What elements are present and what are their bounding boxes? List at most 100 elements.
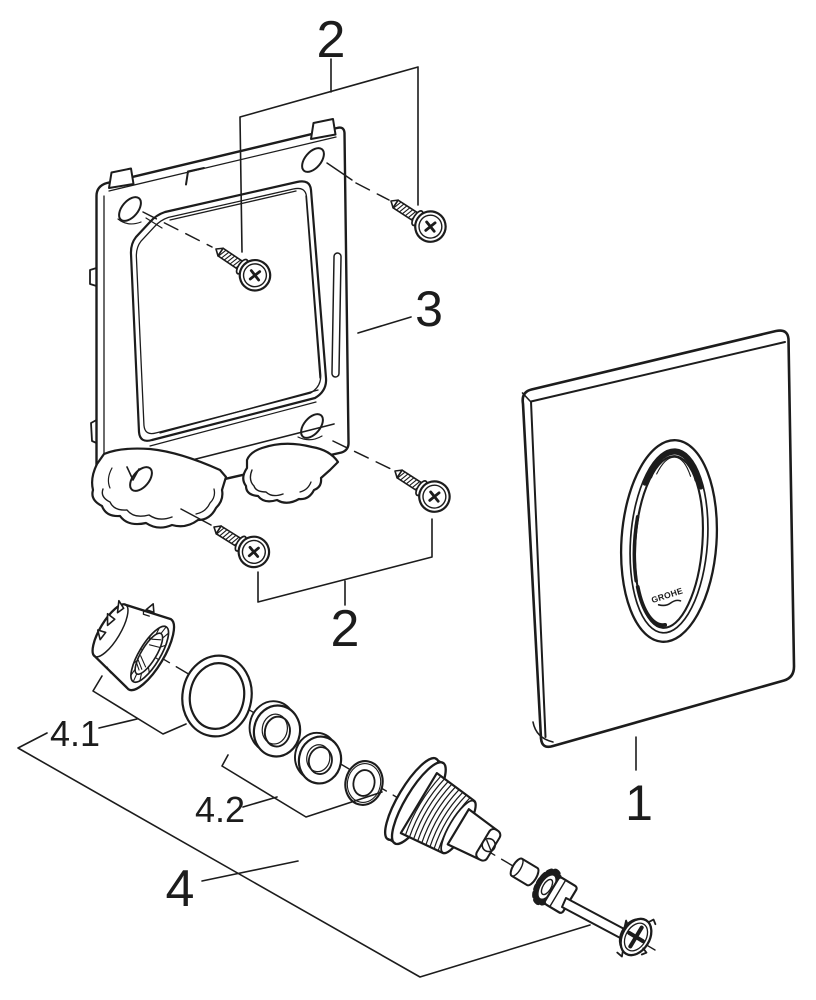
frame-screw-hole-top-left-chamfer (117, 218, 142, 225)
o-ring-inner (188, 662, 246, 730)
screw-leader-dashed-top-right (355, 182, 390, 201)
o-ring (181, 654, 253, 738)
seal-washer-2-front (297, 735, 343, 785)
spring-clip-left-edge (107, 467, 113, 489)
adapter-back-rim (91, 603, 129, 658)
seal-washer-3-echo (346, 763, 382, 803)
seal-washer-1-hole (263, 715, 291, 748)
seal-washer-1 (248, 700, 302, 758)
frame-screw-hole-top-right (301, 147, 325, 173)
callout-4-2-leader (221, 754, 383, 818)
valve-body-tip-slot (486, 839, 492, 851)
callout-3-leader (357, 316, 412, 334)
frame-left-lug-lower (90, 419, 98, 444)
o-ring-outer (181, 654, 253, 738)
valve-adapter (91, 599, 176, 692)
callout-4-leader (17, 732, 591, 978)
seal-washer-3-hole (352, 769, 376, 797)
frame-tab-top-right (310, 118, 337, 140)
frame-right-slot (331, 252, 342, 378)
flush-plate: GROHE (521, 329, 796, 749)
rod-block-edge (549, 879, 567, 908)
frame-left-lug-upper (89, 267, 98, 287)
screw-leader-dashed-bottom-right (332, 440, 392, 470)
valve-body-tip-hole (481, 837, 497, 853)
callout-label-screws-top: 2 (317, 11, 346, 69)
frame-opening-wall-bottom (159, 389, 319, 434)
seal-washer-3 (344, 760, 384, 806)
adapter-bore-hatch (135, 638, 162, 671)
frame-opening-wall-right (305, 195, 321, 379)
plate-bottom-bevel-line (532, 721, 554, 743)
callout-4-1-leader (92, 675, 187, 735)
callout-leaders (17, 58, 637, 978)
frame-screw-hole-top-left (118, 196, 142, 222)
button-shade-left (632, 515, 640, 583)
spring-clip-right-inner-wave (249, 469, 284, 497)
frame-screw-hole-bottom-right (300, 413, 324, 439)
screw-leader-solid-bottom-left (180, 508, 212, 526)
screw-bottom-outer (385, 456, 457, 520)
frame-opening-wall-top (169, 190, 297, 221)
callout-label-plate: 1 (625, 775, 653, 831)
spring-clip-right (242, 442, 340, 504)
spring-clip-left-inner-curl (195, 488, 216, 515)
adapter-knurl-ticks (130, 626, 169, 683)
button-shade-bottom-left (635, 585, 668, 627)
rod-end-cap-claws (616, 918, 657, 958)
button-recess-inner (629, 448, 709, 634)
callout-label-frame: 3 (415, 281, 443, 337)
seal-washer-3-outer (344, 760, 384, 806)
rod-connector-back-face (509, 857, 524, 877)
screw-bottom-inner (204, 512, 277, 575)
frame-screw-hole-bottom-right-chamfer (297, 435, 323, 441)
spring-clip-right-inner-curl (299, 481, 312, 493)
adapter-teeth (96, 599, 155, 641)
spring-clip-left-inner-wave (101, 488, 173, 520)
seal-washer-2 (294, 731, 343, 785)
callout-label-seals: 4.2 (195, 789, 245, 830)
gear-flange-bore (540, 878, 554, 896)
frame-top-edge-inner-line (108, 136, 337, 192)
valve-assembly (91, 599, 657, 958)
frame-opening (129, 180, 328, 442)
rod-end-cap-cross (627, 925, 645, 949)
rod-connector (509, 857, 540, 887)
adapter-notches (106, 609, 150, 674)
button-reflection-arc-1 (650, 451, 696, 482)
plate-left-bevel-line (530, 400, 547, 738)
push-rod (561, 897, 629, 941)
frame-top-notch (185, 167, 205, 186)
mounting-frame (89, 118, 350, 529)
button-reflection-arc-2 (656, 456, 692, 477)
screw-top-outer (381, 186, 453, 250)
spring-clip-left (91, 447, 228, 529)
seal-washer-2-hole-depth (306, 744, 331, 773)
grohe-logo-wave (657, 599, 682, 607)
frame-floor-line-2 (149, 401, 317, 447)
callout-2-bottom-bracket (257, 518, 433, 606)
rod-end-cap (616, 917, 657, 958)
screw-leader-solid-top-right (326, 162, 353, 181)
valve-body (384, 756, 502, 862)
seal-washer-1-hole-depth (261, 713, 288, 745)
frame-opening-groove (136, 188, 320, 433)
callout-label-screws-bottom: 2 (331, 600, 360, 658)
seal-washer-1-front (252, 704, 302, 758)
plate-corner-facet (521, 392, 531, 402)
seal-washer-2-hole (307, 746, 333, 775)
screws (142, 162, 457, 575)
callout-labels: 2 3 2 1 4.1 4.2 4 (50, 11, 653, 918)
callout-label-adapter: 4.1 (50, 713, 100, 754)
rod-connector-body (509, 857, 540, 887)
plate-button: GROHE (619, 439, 719, 643)
callout-label-cartridge: 4 (166, 860, 195, 918)
frame-tab-top-left (108, 167, 135, 189)
valve-body-flange-edges (387, 758, 444, 844)
frame-corner-chamfer-line (145, 217, 163, 229)
callout-2-top-bracket (239, 58, 419, 253)
frame-screw-hole-bottom-left (129, 466, 153, 492)
plate-top-bevel-line (530, 341, 786, 403)
